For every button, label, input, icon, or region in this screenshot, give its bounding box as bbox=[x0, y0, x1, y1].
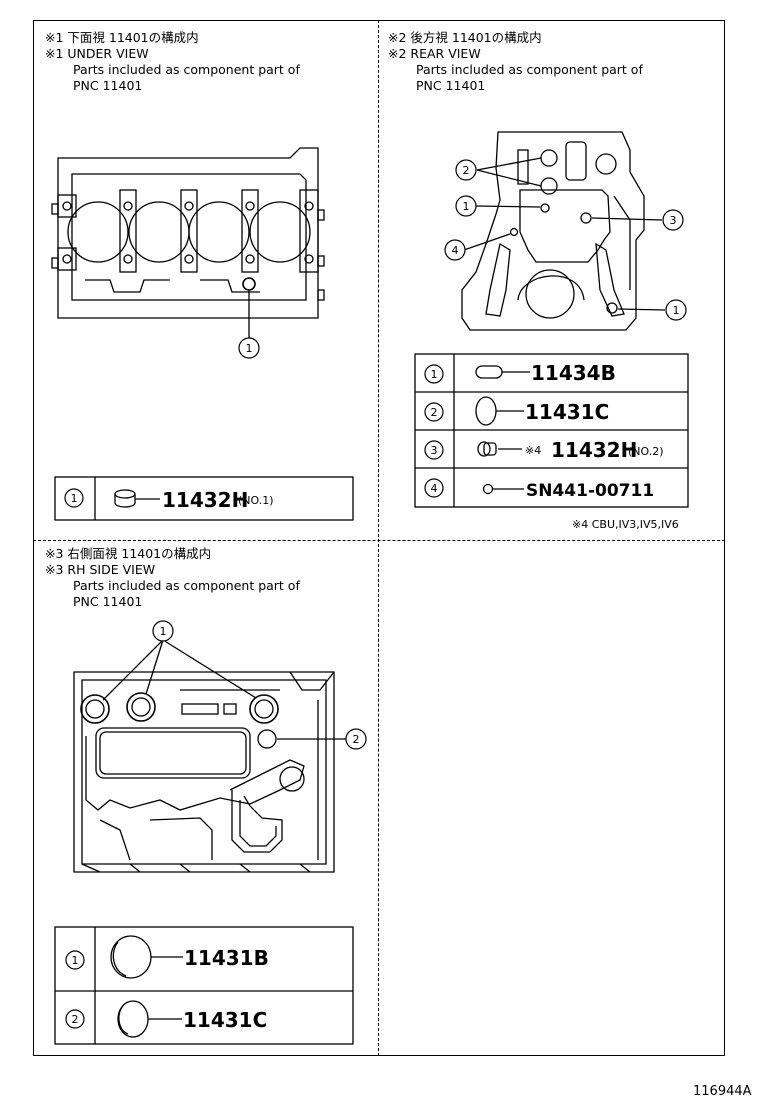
rh-callout-1 bbox=[152, 620, 174, 642]
rear-callout-1a bbox=[455, 195, 477, 217]
figure-id: 116944A bbox=[693, 1084, 752, 1099]
rear-row-1-num: 1 bbox=[431, 368, 438, 381]
rear-row-3-prefix: ※4 bbox=[525, 444, 541, 457]
under-title-en: ※1 UNDER VIEW bbox=[45, 46, 149, 61]
rh-view-header: ※3 右側面視 11401の構成内 ※3 RH SIDE VIEW Parts … bbox=[45, 546, 300, 610]
rh-title-jp: ※3 右側面視 11401の構成内 bbox=[45, 546, 212, 561]
rear-row-3-suffix: (NO.2) bbox=[628, 445, 664, 458]
rear-row-3-part: 11432H bbox=[551, 438, 637, 462]
rh-row-2-num: 2 bbox=[72, 1013, 79, 1026]
rear-title-jp: ※2 後方視 11401の構成内 bbox=[388, 30, 542, 45]
rear-desc2: PNC 11401 bbox=[416, 78, 486, 93]
rear-callout-2-label: 2 bbox=[463, 164, 470, 177]
section-divider-horizontal bbox=[33, 540, 725, 541]
under-title-jp: ※1 下面視 11401の構成内 bbox=[45, 30, 199, 45]
rear-callout-1a-label: 1 bbox=[463, 200, 470, 213]
rear-desc1: Parts included as component part of bbox=[416, 62, 643, 77]
rear-parts-table-lines bbox=[414, 353, 689, 508]
under-view-header: ※1 下面視 11401の構成内 ※1 UNDER VIEW Parts inc… bbox=[45, 30, 300, 94]
rh-row-1-part: 11431B bbox=[184, 946, 269, 970]
rh-desc1: Parts included as component part of bbox=[73, 578, 300, 593]
rear-row-2-num: 2 bbox=[431, 406, 438, 419]
rear-callout-4 bbox=[444, 239, 466, 261]
section-divider-vertical bbox=[378, 20, 379, 1056]
rear-title-en: ※2 REAR VIEW bbox=[388, 46, 481, 61]
under-view-block-drawing bbox=[51, 147, 325, 338]
rh-side-view-block-drawing bbox=[73, 639, 346, 873]
rh-desc2: PNC 11401 bbox=[73, 594, 143, 609]
under-desc2: PNC 11401 bbox=[73, 78, 143, 93]
under-row-1-suffix: (NO.1) bbox=[238, 494, 274, 507]
rh-callout-2-label: 2 bbox=[353, 733, 360, 746]
rear-row-4-part: SN441-00711 bbox=[526, 481, 654, 501]
rh-row-1-num: 1 bbox=[72, 954, 79, 967]
rh-parts-table-lines bbox=[54, 926, 354, 1045]
rear-view-block-drawing bbox=[461, 131, 666, 331]
diagram-frame bbox=[33, 20, 725, 1056]
rear-row-1-part: 11434B bbox=[531, 361, 616, 385]
under-row-1-num: 1 bbox=[71, 492, 78, 505]
under-callout-1 bbox=[238, 337, 260, 359]
rear-view-header: ※2 後方視 11401の構成内 ※2 REAR VIEW Parts incl… bbox=[388, 30, 643, 94]
under-parts-table-lines bbox=[54, 476, 354, 521]
rear-row-2-part: 11431C bbox=[525, 400, 609, 424]
rear-callout-3 bbox=[662, 209, 684, 231]
rh-row-2-part: 11431C bbox=[183, 1008, 267, 1032]
rear-note: ※4 CBU,IV3,IV5,IV6 bbox=[572, 518, 679, 531]
rear-row-3-num: 3 bbox=[431, 444, 438, 457]
rear-row-4-num: 4 bbox=[431, 482, 438, 495]
under-row-1-part: 11432H bbox=[162, 488, 248, 512]
rh-callout-2 bbox=[345, 728, 367, 750]
rear-callout-2 bbox=[455, 159, 477, 181]
rear-callout-1b bbox=[665, 299, 687, 321]
under-callout-1-label: 1 bbox=[246, 342, 253, 355]
rear-callout-3-label: 3 bbox=[670, 214, 677, 227]
under-desc1: Parts included as component part of bbox=[73, 62, 300, 77]
rh-title-en: ※3 RH SIDE VIEW bbox=[45, 562, 156, 577]
rear-callout-4-label: 4 bbox=[452, 244, 459, 257]
rh-callout-1-label: 1 bbox=[160, 625, 167, 638]
rear-callout-1b-label: 1 bbox=[673, 304, 680, 317]
